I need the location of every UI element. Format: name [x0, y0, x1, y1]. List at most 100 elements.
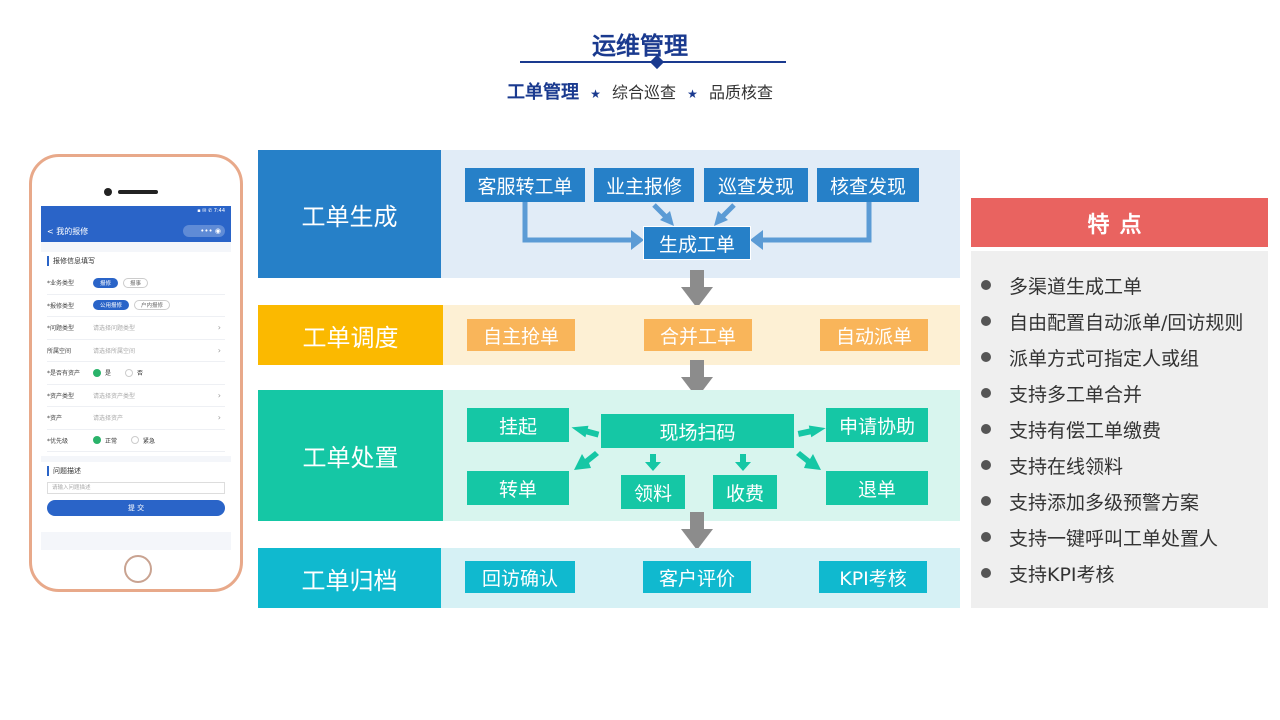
form-label: *资产类型: [47, 392, 75, 400]
stage-label-dispatch: 工单调度: [258, 305, 443, 365]
select-placeholder: 请选择资产: [93, 415, 124, 423]
down-arrow-icon: [681, 512, 713, 550]
feature-item: 支持在线领料: [971, 447, 1268, 483]
form-row-has-asset: *是否有资产 是 否: [47, 362, 225, 385]
feature-item: 支持多工单合并: [971, 375, 1268, 411]
camera-icon: [104, 188, 112, 196]
down-arrow-icon: [681, 360, 713, 398]
form-label: *资产: [47, 415, 63, 423]
feature-item: 支持一键呼叫工单处置人: [971, 519, 1268, 555]
feature-text: 支持添加多级预警方案: [1009, 491, 1200, 514]
option-selected[interactable]: 公用报修: [93, 300, 130, 311]
feature-text: 支持有偿工单缴费: [1009, 419, 1162, 442]
archive-revisit-confirm: 回访确认: [465, 561, 575, 593]
bullet-icon: [981, 388, 991, 398]
star-icon: ★: [590, 87, 601, 101]
dispatch-grab-order: 自主抢单: [467, 319, 575, 351]
handle-flow-arrows: [571, 425, 826, 471]
stage-label-handle: 工单处置: [258, 390, 443, 521]
form-row-space[interactable]: 所属空间 请选择所属空间 ›: [47, 340, 225, 362]
form-row-asset-type[interactable]: *资产类型 请选择资产类型 ›: [47, 385, 225, 407]
archive-customer-review: 客户评价: [643, 561, 751, 593]
radio-unchecked-icon[interactable]: [125, 368, 134, 377]
nav-item-quality-check[interactable]: 品质核查: [708, 83, 773, 102]
bullet-icon: [981, 460, 991, 470]
select-placeholder: 请选择资产类型: [93, 392, 136, 400]
generate-flow-arrows: [522, 202, 872, 250]
chevron-right-icon: ›: [217, 323, 221, 333]
handle-return: 退单: [826, 471, 928, 505]
generate-work-order: 生成工单: [643, 226, 751, 260]
radio-checked-icon[interactable]: [93, 368, 101, 377]
app-menu-pill[interactable]: ••• ◉: [183, 225, 225, 237]
feature-item: 支持KPI考核: [971, 555, 1268, 591]
form-row-problem-type[interactable]: *问题类型 请选择问题类型 ›: [47, 317, 225, 340]
chevron-right-icon: ›: [217, 345, 221, 355]
repair-form: 报修信息填写 *业务类型 报修 报事 *报修类型 公用报修 户内报修 *问题类型…: [41, 252, 231, 456]
phone-mockup: ▪ ✉ ✆ 7:44 < 我的报修 ••• ◉ 报修信息填写 *业务类型 报修 …: [29, 154, 243, 592]
chevron-right-icon: ›: [217, 390, 221, 400]
description-input[interactable]: 请输入问题描述: [47, 482, 225, 494]
radio-checked-icon[interactable]: [93, 436, 101, 445]
radio-unchecked-icon[interactable]: [131, 436, 140, 445]
form-label: *是否有资产: [47, 370, 81, 378]
radio-label: 正常: [105, 437, 118, 445]
bullet-icon: [981, 568, 991, 578]
form-label: *报修类型: [47, 302, 75, 310]
down-arrow-icon: [681, 270, 713, 308]
feature-item: 支持添加多级预警方案: [971, 483, 1268, 519]
option-unselected[interactable]: 报事: [123, 277, 149, 288]
radio-label: 否: [137, 370, 144, 378]
bullet-icon: [981, 496, 991, 506]
feature-text: 支持KPI考核: [1009, 563, 1115, 586]
star-icon: ★: [687, 87, 698, 101]
nav-item-work-order[interactable]: 工单管理: [507, 82, 580, 103]
status-bar: ▪ ✉ ✆ 7:44: [197, 208, 225, 214]
handle-request-assist: 申请协助: [826, 408, 928, 442]
feature-text: 派单方式可指定人或组: [1009, 347, 1200, 370]
stage-label-generate: 工单生成: [258, 150, 441, 278]
features-heading: 特点: [971, 198, 1268, 247]
option-selected[interactable]: 报修: [93, 277, 119, 288]
form-label: *问题类型: [47, 325, 75, 333]
speaker-icon: [118, 190, 158, 194]
form-row-priority: *优先级 正常 紧急: [47, 430, 225, 452]
app-bar: ▪ ✉ ✆ 7:44 < 我的报修 ••• ◉: [41, 206, 231, 242]
feature-text: 支持多工单合并: [1009, 383, 1143, 406]
option-unselected[interactable]: 户内报修: [134, 300, 171, 311]
form-row-repair-type: *报修类型 公用报修 户内报修: [47, 295, 225, 317]
feature-text: 支持一键呼叫工单处置人: [1009, 527, 1219, 550]
form-row-asset[interactable]: *资产 请选择资产 ›: [47, 407, 225, 430]
feature-item: 多渠道生成工单: [971, 267, 1268, 303]
feature-text: 支持在线领料: [1009, 455, 1124, 478]
feature-item: 支持有偿工单缴费: [971, 411, 1268, 447]
feature-item: 自由配置自动派单/回访规则: [971, 303, 1268, 339]
description-heading: 问题描述: [47, 466, 225, 476]
feature-text: 自由配置自动派单/回访规则: [1009, 311, 1244, 334]
bullet-icon: [981, 532, 991, 542]
bullet-icon: [981, 424, 991, 434]
submit-button[interactable]: 提 交: [47, 500, 225, 516]
bullet-icon: [981, 316, 991, 326]
chevron-right-icon: ›: [217, 413, 221, 423]
select-placeholder: 请选择所属空间: [93, 347, 136, 355]
app-title[interactable]: < 我的报修: [47, 227, 89, 236]
dispatch-auto-assign: 自动派单: [820, 319, 928, 351]
sub-navigation: 工单管理 ★ 综合巡查 ★ 品质核查: [0, 78, 1280, 104]
bullet-icon: [981, 352, 991, 362]
source-owner-repair: 业主报修: [594, 168, 694, 202]
handle-transfer: 转单: [467, 471, 569, 505]
handle-scan-onsite: 现场扫码: [601, 414, 794, 448]
select-placeholder: 请选择问题类型: [93, 325, 136, 333]
features-list: 多渠道生成工单 自由配置自动派单/回访规则 派单方式可指定人或组 支持多工单合并…: [971, 251, 1268, 608]
archive-kpi-assessment: KPI考核: [819, 561, 927, 593]
bullet-icon: [981, 280, 991, 290]
dispatch-merge-order: 合并工单: [644, 319, 752, 351]
handle-charge: 收费: [713, 475, 777, 509]
description-section: 问题描述 请输入问题描述 提 交: [41, 462, 231, 532]
form-label: 所属空间: [47, 347, 72, 355]
radio-label: 紧急: [143, 437, 156, 445]
source-quality-check: 核查发现: [817, 168, 919, 202]
nav-item-inspection[interactable]: 综合巡查: [611, 83, 676, 102]
handle-suspend: 挂起: [467, 408, 569, 442]
